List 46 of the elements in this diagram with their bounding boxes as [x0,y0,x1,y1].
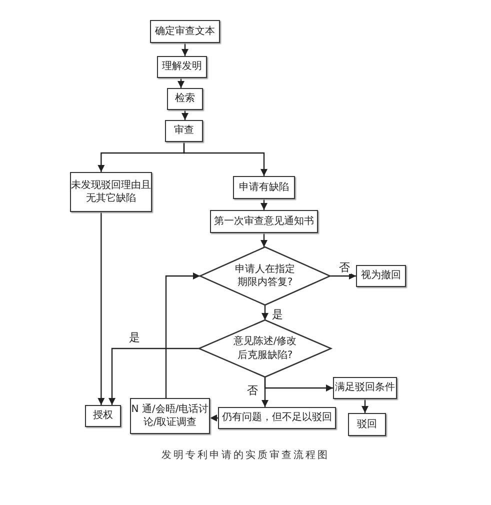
edge-label: 否 [338,262,351,274]
step-text: 确定审查文本 [155,24,215,38]
arrow [165,272,200,398]
arrow [178,78,184,88]
process-box [70,172,152,212]
decision-text: 意见陈述/修改后克服缺陷? [232,335,298,362]
step-text: N 通/会晤/电话讨论/取证调查 [131,402,209,430]
process-box [167,88,203,110]
step-text: 授权 [93,409,113,423]
step-text: 理解发明 [162,60,202,74]
process-box [157,56,207,78]
arrow [182,110,188,120]
caption: 发明专利申请的实质审查流程图 [160,448,330,462]
arrow [182,43,188,56]
decision-text: 申请人在指定期限内答复? [234,262,296,290]
step-text: 仍有问题，但不足以驳回 [222,411,332,425]
arrow [98,212,105,405]
process-box [210,210,318,233]
arrow [262,305,268,320]
arrow [260,233,268,247]
process-box [333,377,397,399]
arrow [108,348,199,405]
step-text: 检索 [175,92,195,106]
process-box [85,405,121,427]
edge-label: 是 [128,332,141,344]
arrow [210,414,218,422]
arrow [183,142,268,176]
step-text: 满足驳回条件 [335,381,395,395]
step-text: 驳回 [357,418,377,432]
arrow [362,399,368,413]
process-box [233,176,295,199]
arrow [264,377,333,392]
step-text: 申请有缺陷 [239,180,289,194]
step-text: 第一次审查意见通知书 [214,214,314,228]
arrow [260,199,268,210]
process-box [165,120,203,142]
step-text: 未发现驳回理由且无其它缺陷 [71,178,151,206]
process-box [150,20,220,43]
edge-label: 否 [246,385,259,398]
edge-label: 是 [271,309,284,322]
process-box [218,407,336,429]
process-box [348,413,386,436]
step-text: 视为撤回 [361,269,401,283]
process-box [356,265,406,287]
arrow [330,272,356,280]
step-text: 审查 [174,124,194,138]
